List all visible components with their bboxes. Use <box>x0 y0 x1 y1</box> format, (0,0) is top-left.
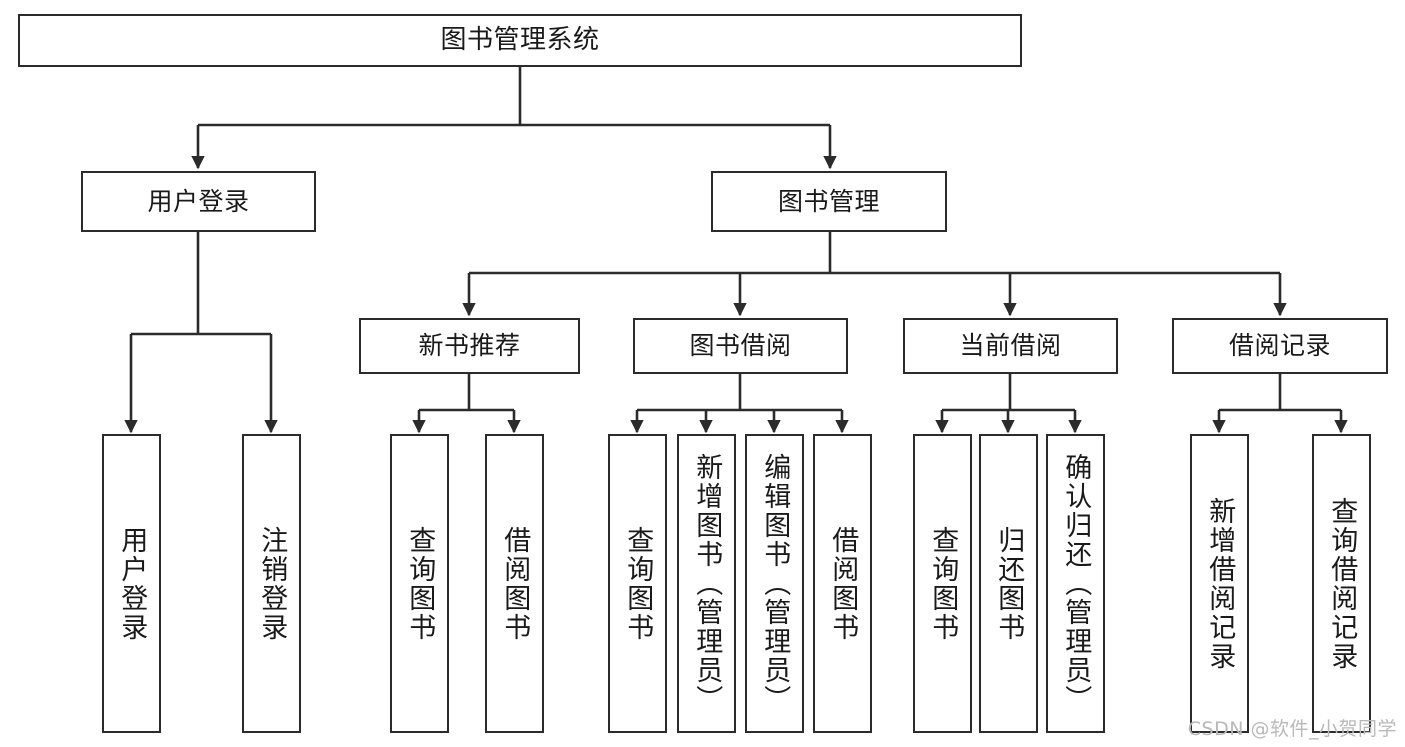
node-leaf-logout-label: 注销登录 <box>256 525 288 642</box>
node-leaf-query-book-1[interactable]: 查询图书 <box>390 434 449 733</box>
node-new-book-rec-label: 新书推荐 <box>418 331 521 360</box>
node-root-label: 图书管理系统 <box>440 24 600 55</box>
node-leaf-logout[interactable]: 注销登录 <box>242 434 301 733</box>
node-current-borrow-label: 当前借阅 <box>959 331 1062 360</box>
node-leaf-add-book-label: 新增图书（管理员） <box>691 453 723 714</box>
node-leaf-query-record[interactable]: 查询借阅记录 <box>1312 434 1371 733</box>
node-leaf-edit-book-label: 编辑图书（管理员） <box>759 453 791 714</box>
node-book-borrow-label: 图书借阅 <box>689 331 792 360</box>
node-book-manage-label: 图书管理 <box>777 186 880 216</box>
node-leaf-query-book-2[interactable]: 查询图书 <box>608 434 667 733</box>
node-borrow-record-label: 借阅记录 <box>1228 331 1331 360</box>
node-borrow-record[interactable]: 借阅记录 <box>1172 318 1388 374</box>
node-leaf-confirm-return[interactable]: 确认归还（管理员） <box>1046 434 1105 733</box>
node-leaf-borrow-book-1[interactable]: 借阅图书 <box>485 434 544 733</box>
node-user-login-label: 用户登录 <box>147 186 250 216</box>
node-leaf-query-book-3[interactable]: 查询图书 <box>913 434 972 733</box>
node-user-login[interactable]: 用户登录 <box>81 171 316 232</box>
node-leaf-borrow-book-2[interactable]: 借阅图书 <box>813 434 872 733</box>
watermark-text: CSDN @软件_小贺同学 <box>1187 718 1397 740</box>
node-leaf-query-record-label: 查询借阅记录 <box>1326 496 1358 671</box>
node-book-manage[interactable]: 图书管理 <box>711 171 947 232</box>
node-leaf-query-book-1-label: 查询图书 <box>404 525 436 642</box>
node-leaf-borrow-book-2-label: 借阅图书 <box>827 525 859 642</box>
node-leaf-add-record[interactable]: 新增借阅记录 <box>1190 434 1249 733</box>
node-current-borrow[interactable]: 当前借阅 <box>903 318 1118 374</box>
node-leaf-add-record-label: 新增借阅记录 <box>1204 496 1236 671</box>
node-leaf-confirm-return-label: 确认归还（管理员） <box>1060 453 1092 714</box>
node-leaf-query-book-2-label: 查询图书 <box>622 525 654 642</box>
node-leaf-user-login[interactable]: 用户登录 <box>102 434 161 733</box>
node-book-borrow[interactable]: 图书借阅 <box>633 318 848 374</box>
node-leaf-query-book-3-label: 查询图书 <box>927 525 959 642</box>
node-leaf-add-book[interactable]: 新增图书（管理员） <box>677 434 736 733</box>
node-leaf-borrow-book-1-label: 借阅图书 <box>499 525 531 642</box>
node-leaf-return-book[interactable]: 归还图书 <box>979 434 1038 733</box>
node-leaf-edit-book[interactable]: 编辑图书（管理员） <box>745 434 804 733</box>
node-leaf-user-login-label: 用户登录 <box>116 525 148 642</box>
node-new-book-rec[interactable]: 新书推荐 <box>359 318 580 374</box>
node-root[interactable]: 图书管理系统 <box>18 14 1022 67</box>
node-leaf-return-book-label: 归还图书 <box>993 525 1025 642</box>
